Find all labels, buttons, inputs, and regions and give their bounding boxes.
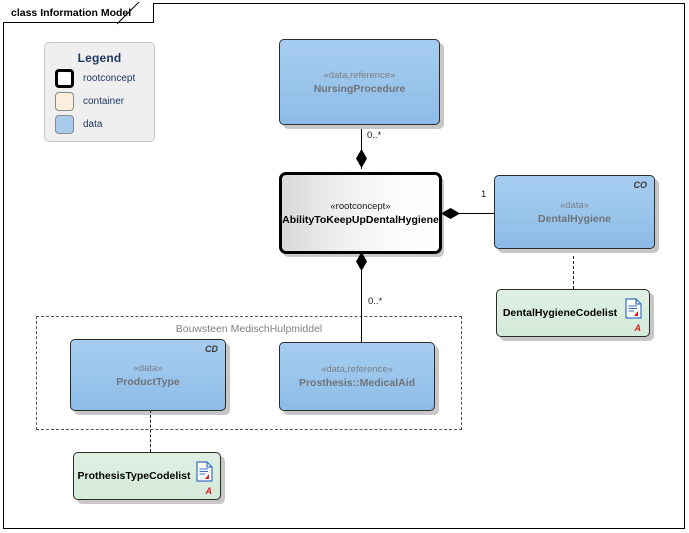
edge-ability-to-medicalaid xyxy=(361,253,362,343)
edge-producttype-to-codelist xyxy=(150,410,151,452)
legend-label-data: data xyxy=(83,119,103,130)
legend-swatch-container xyxy=(55,92,74,111)
legend-item-container: container xyxy=(55,92,154,111)
legend-label-rootconcept: rootconcept xyxy=(83,73,136,84)
document-icon-dentalhygienecodelist xyxy=(625,298,642,319)
stereotype-nursingprocedure: «data,reference» xyxy=(323,69,396,81)
composition-diamond-ability-dentalhygiene xyxy=(441,208,460,219)
multiplicity-ability-to-medicalaid: 0..* xyxy=(368,296,383,307)
classname-nursingprocedure: NursingProcedure xyxy=(313,82,406,95)
diagram-frame-tab-label: class Information Model xyxy=(11,6,132,19)
class-node-producttype[interactable]: CD «data» ProductType xyxy=(70,339,226,411)
container-bouwsteen-medischhulpmiddel: Bouwsteen MedischHulpmiddel xyxy=(36,316,462,430)
multiplicity-nursing-to-ability: 0..* xyxy=(367,130,382,141)
class-node-abilitytokeepupdentalhygiene[interactable]: «rootconcept» AbilityToKeepUpDentalHygie… xyxy=(279,172,442,254)
multiplicity-ability-to-dentalhygiene: 1 xyxy=(481,189,487,200)
classname-medicalaid: Prosthesis::MedicalAid xyxy=(298,377,416,389)
legend-panel: Legend rootconcept container data xyxy=(44,42,155,142)
container-label: Bouwsteen MedischHulpmiddel xyxy=(175,323,323,335)
corner-tag-dentalhygiene: CO xyxy=(633,180,648,190)
stereotype-dentalhygiene: «data» xyxy=(559,199,590,211)
stereotype-producttype: «data» xyxy=(133,362,163,374)
classname-ability: AbilityToKeepUpDentalHygiene xyxy=(282,213,439,226)
corner-tag-producttype: CD xyxy=(205,344,218,354)
classname-prothesistypecodelist: ProthesisTypeCodelist xyxy=(77,470,191,482)
legend-item-rootconcept: rootconcept xyxy=(55,69,154,88)
edge-ability-to-dentalhygiene xyxy=(442,213,494,214)
legend-label-container: container xyxy=(83,96,125,107)
legend-swatch-rootconcept xyxy=(55,69,74,88)
classname-dentalhygiene: DentalHygiene xyxy=(538,212,611,225)
document-icon-prothesistypecodelist xyxy=(196,461,213,482)
class-node-prothesistypecodelist[interactable]: ProthesisTypeCodelist A xyxy=(73,452,221,500)
marker-a-dentalhygienecodelist: A xyxy=(634,323,642,333)
edge-dentalhygiene-to-codelist xyxy=(573,256,574,289)
classname-dentalhygienecodelist: DentalHygieneCodelist xyxy=(502,307,618,319)
composition-diamond-nursing-ability xyxy=(356,149,367,168)
legend-swatch-data xyxy=(55,115,74,134)
classname-producttype: ProductType xyxy=(116,375,180,388)
legend-item-data: data xyxy=(55,115,154,134)
class-node-dentalhygiene[interactable]: CO «data» DentalHygiene xyxy=(494,175,655,249)
legend-title: Legend xyxy=(77,51,122,65)
class-node-nursingprocedure[interactable]: «data,reference» NursingProcedure xyxy=(279,39,440,125)
diagram-frame-tab: class Information Model xyxy=(3,3,155,23)
class-node-dentalhygienecodelist[interactable]: DentalHygieneCodelist A xyxy=(496,289,650,337)
class-node-medicalaid[interactable]: «data,reference» Prosthesis::MedicalAid xyxy=(279,342,435,411)
composition-diamond-ability-medicalaid xyxy=(356,252,367,271)
stereotype-medicalaid: «data,reference» xyxy=(321,364,393,375)
stereotype-ability: «rootconcept» xyxy=(330,200,391,212)
marker-a-prothesistypecodelist: A xyxy=(205,486,213,496)
